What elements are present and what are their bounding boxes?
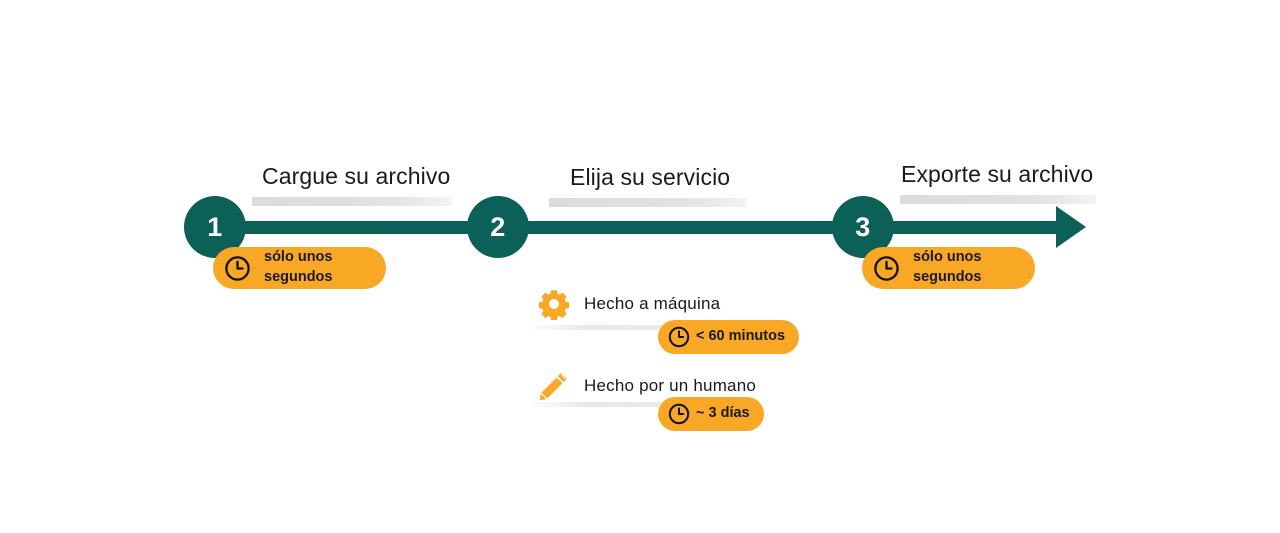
step-node-2[interactable]: 2 <box>467 196 529 258</box>
gear-icon <box>538 290 570 320</box>
title-underline-bar-1 <box>252 197 452 206</box>
step-title-1: Cargue su archivo <box>262 163 451 189</box>
step-title-3: Exporte su archivo <box>901 161 1094 187</box>
service-separator-1 <box>534 325 714 330</box>
step-duration-text-3: sólo unos segundos <box>913 249 982 285</box>
clock-icon <box>874 255 899 281</box>
service-duration-badge-machine: < 60 minutos <box>658 320 800 354</box>
service-label-machine: Hecho a máquina <box>584 294 721 313</box>
step-duration-badge-1: sólo unos segundos <box>213 247 386 289</box>
service-option-machine[interactable]: Hecho a máquina <box>538 288 720 320</box>
service-duration-text-machine: < 60 minutos <box>696 328 786 345</box>
clock-icon <box>668 403 690 425</box>
service-duration-text-human: ~ 3 días <box>696 405 750 422</box>
step-title-2: Elija su servicio <box>570 164 731 190</box>
step-duration-text-1: sólo unos segundos <box>264 249 333 285</box>
service-separator-2 <box>534 402 714 407</box>
step-duration-badge-3: sólo unos segundos <box>862 247 1035 289</box>
timeline-arrow-head <box>1056 206 1086 248</box>
timeline-arrow-line <box>200 221 1060 234</box>
clock-icon <box>225 255 250 281</box>
step-node-3[interactable]: 3 <box>832 196 894 258</box>
service-option-human[interactable]: Hecho por un humano <box>538 370 756 402</box>
service-duration-badge-human: ~ 3 días <box>658 397 764 431</box>
clock-icon <box>668 326 690 348</box>
title-underline-bar-2 <box>549 198 747 207</box>
service-label-human: Hecho por un humano <box>584 376 757 395</box>
title-underline-bar-3 <box>900 195 1096 204</box>
pencil-icon <box>539 373 567 400</box>
step-node-1[interactable]: 1 <box>184 196 246 258</box>
